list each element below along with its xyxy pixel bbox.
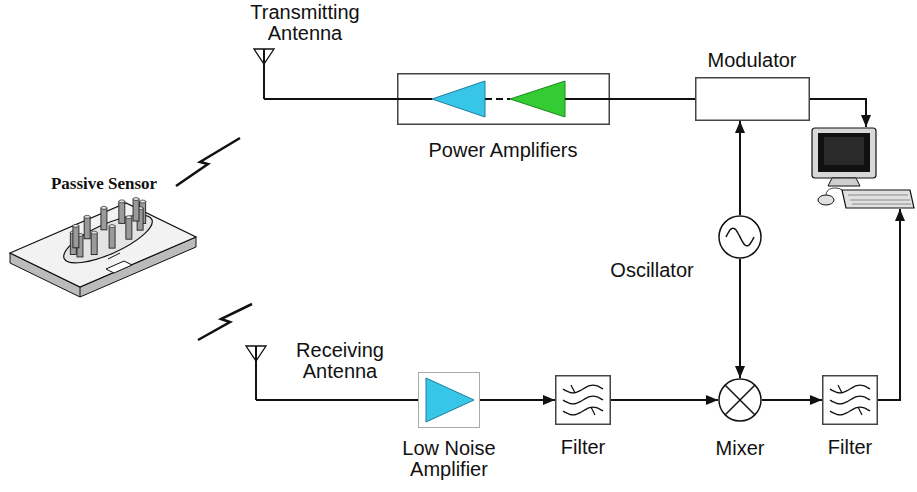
mixer-outline [718, 378, 762, 422]
mixer-circle: Mixer [718, 378, 762, 422]
label-text: Receiving Antenna [280, 340, 400, 382]
sensor-pillars [70, 198, 145, 257]
node-label: Mixer [716, 438, 765, 459]
node-label: Power Amplifiers [429, 140, 578, 161]
label-text: Low Noise Amplifier [384, 438, 514, 480]
label-text: Passive Sensor [51, 175, 157, 193]
signal-connector [480, 399, 555, 401]
filter-box: Filter [555, 375, 611, 425]
node-label: Transmitting Antenna [240, 2, 370, 44]
antenna-symbol: Transmitting Antenna [253, 48, 275, 99]
node-label: Filter [561, 437, 605, 458]
passive-sensor: Passive Sensor [8, 195, 198, 305]
filter-wave [830, 407, 870, 415]
signal-connector [610, 98, 695, 100]
data-wire [878, 209, 900, 400]
filter-wave [563, 385, 603, 393]
lna-outline [418, 372, 480, 428]
modulator-box: Modulator [695, 77, 810, 121]
node-label: Receiving Antenna [280, 340, 400, 382]
filter-outline [555, 375, 611, 425]
signal-connector [762, 399, 822, 401]
signal-connector [264, 98, 397, 100]
signal-connector [739, 121, 741, 215]
label-text: Oscillator [610, 260, 693, 281]
filter-outline [822, 375, 878, 425]
filter-wave [563, 396, 603, 404]
label-text: Mixer [716, 438, 765, 459]
node-label: Filter [828, 437, 872, 458]
label-text: Modulator [708, 50, 797, 71]
label-text: Transmitting Antenna [240, 2, 370, 44]
box-outline [695, 77, 810, 121]
node-label: Low Noise Amplifier [384, 438, 514, 480]
label-text: Power Amplifiers [429, 140, 578, 161]
antenna-symbol: Receiving Antenna [245, 345, 267, 400]
node-label: Oscillator [610, 260, 693, 281]
node-label: Modulator [708, 50, 797, 71]
filter-wave [563, 407, 603, 415]
signal-connector [256, 399, 418, 401]
osc-outline [718, 215, 762, 259]
amplifier-box: Power Amplifiers [397, 73, 610, 125]
wireless-link-bolt [198, 304, 252, 340]
filter-wave [830, 385, 870, 393]
filter-box: Filter [822, 375, 878, 425]
signal-connector [611, 399, 718, 401]
amplifier-symbol: Low Noise Amplifier [418, 372, 480, 428]
data-wire [810, 99, 866, 127]
pa-outline [397, 73, 610, 125]
wireless-link-bolt [176, 138, 240, 186]
computer-icon [812, 128, 914, 208]
sensor-outline [8, 195, 198, 305]
antenna-outline [253, 48, 275, 99]
label-text: Filter [828, 437, 872, 458]
oscillator-circle: Oscillator [718, 215, 762, 259]
filter-wave [830, 396, 870, 404]
node-label: Passive Sensor [51, 175, 157, 193]
label-text: Filter [561, 437, 605, 458]
antenna-outline [245, 345, 267, 400]
signal-connector [739, 259, 741, 378]
